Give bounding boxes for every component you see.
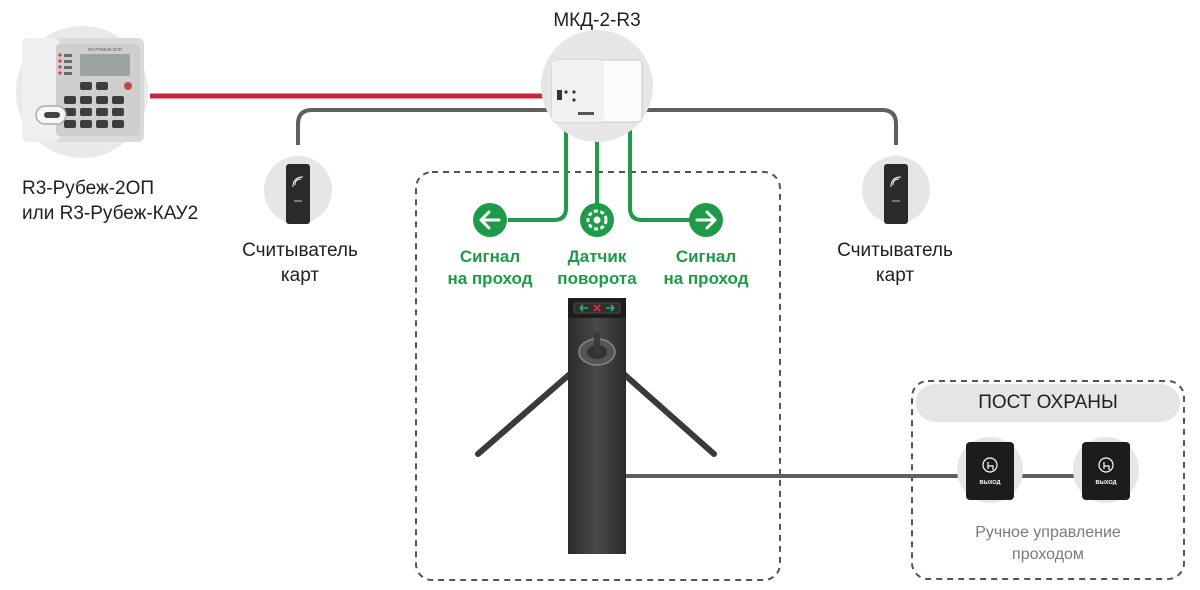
signal-right-line1: Сигнал: [675, 247, 737, 266]
reader-left-label-line1: Считыватель: [242, 240, 358, 261]
arrow-right-icon: [689, 203, 723, 237]
wire-right-reader: [640, 108, 898, 145]
wire-signal-left: [508, 126, 568, 222]
controller-brand-text: R3-РУБЕЖ-2ОП: [88, 47, 122, 52]
exit-button-2-label: ВЫХОД: [1095, 480, 1116, 486]
sensor-line2: поворота: [557, 269, 637, 288]
wire-left-reader: [296, 108, 552, 145]
controller-label-line2: или R3-Рубеж-КАУ2: [22, 203, 199, 224]
mkd-label: МКД-2-R3: [553, 10, 641, 31]
hand-tap-icon: [987, 462, 994, 470]
security-post-title: ПОСТ ОХРАНЫ: [916, 384, 1180, 422]
hand-tap-icon: [1103, 462, 1110, 470]
signal-right-line2: на проход: [663, 269, 749, 288]
reader-left-label-line2: карт: [280, 265, 320, 286]
card-reader-right: [862, 156, 930, 224]
security-post-zone: [911, 380, 1185, 580]
exit-button-2: ВЫХОД: [1073, 437, 1139, 503]
wire-signal-right: [628, 126, 690, 222]
reader-right-label-line1: Считыватель: [837, 240, 953, 261]
signal-left-line2: на проход: [447, 269, 533, 288]
manual-control-line1: Ручное управление: [975, 524, 1121, 541]
arrow-left-icon: [473, 203, 507, 237]
exit-button-1: ВЫХОД: [957, 437, 1023, 503]
controller-label-line1: R3-Рубеж-2ОП: [22, 178, 155, 199]
exit-button-1-label: ВЫХОД: [979, 480, 1000, 486]
manual-control-line2: проходом: [1012, 546, 1084, 563]
sensor-line1: Датчик: [567, 247, 627, 266]
card-reader-left: [264, 156, 332, 224]
controller-device: R3-РУБЕЖ-2ОП: [16, 26, 148, 158]
mkd-device: [541, 30, 653, 142]
reader-right-label-line2: карт: [875, 265, 915, 286]
signal-left-line1: Сигнал: [459, 247, 521, 266]
turnstile: [475, 298, 717, 554]
gear-sensor-icon: [580, 203, 614, 237]
